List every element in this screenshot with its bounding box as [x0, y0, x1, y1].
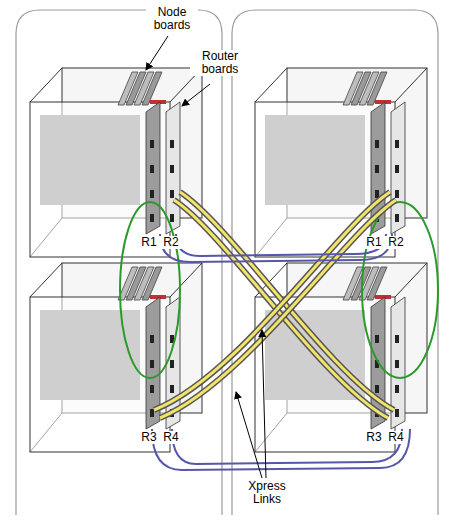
router-id: R3 — [138, 431, 160, 444]
router-boards-label: Router boards — [190, 50, 250, 76]
router-id: R1 — [138, 236, 160, 249]
router-id: R1 — [363, 236, 385, 249]
router-id: R4 — [160, 431, 182, 444]
node-boards-label: Node boards — [146, 6, 198, 32]
router-id: R2 — [160, 236, 182, 249]
router-id: R2 — [385, 236, 407, 249]
xpress-links-label: Xpress Links — [236, 480, 298, 506]
router-id: R4 — [385, 431, 407, 444]
router-id: R3 — [363, 431, 385, 444]
